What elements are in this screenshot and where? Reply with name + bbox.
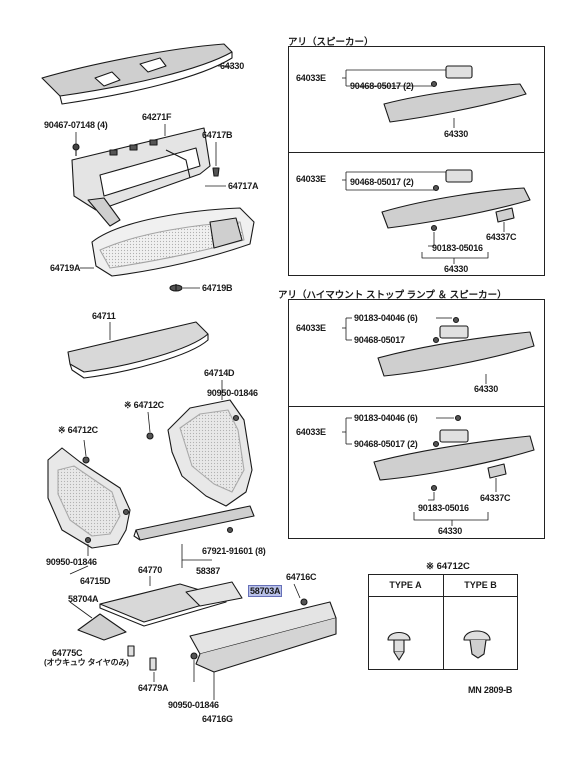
panel2-b-64330: 64330 (438, 526, 463, 536)
panel2-b-90183: 90183-04046 (6) (354, 413, 418, 423)
panel1-header: アリ（スピーカー） (288, 37, 374, 48)
panel2-a-90183: 90183-04046 (6) (354, 313, 418, 323)
callout-64716c: 64716C (286, 572, 317, 582)
panel2-header: アリ（ハイマウント ストップ ランプ ＆ スピーカー） (278, 290, 507, 301)
panel1-b-90183: 90183-05016 (432, 243, 483, 253)
clip-90950-left (84, 536, 92, 544)
callout-64770: 64770 (138, 565, 163, 575)
panel1-a-64033e: 64033E (296, 73, 326, 83)
panel2-frame (288, 299, 545, 539)
callout-90467: 90467-07148 (4) (44, 120, 108, 130)
panel1-speaker-trays (381, 65, 531, 232)
panel1-frame (288, 46, 545, 276)
panel2-b-90183b: 90183-05016 (418, 503, 469, 513)
clip-64717b (212, 167, 220, 177)
callout-58704a: 58704A (68, 594, 99, 604)
callout-64711: 64711 (92, 311, 116, 321)
callout-64779a: 64779A (138, 683, 169, 693)
callout-64714d: 64714D (204, 368, 235, 378)
panel1-b-64033e: 64033E (296, 174, 326, 184)
side-trim-right (167, 399, 253, 507)
callout-64712c-upper: ※ 64712C (124, 400, 164, 410)
clip-64719b (169, 284, 183, 292)
callout-64719b: 64719B (202, 283, 233, 293)
panel1-a-64330: 64330 (444, 129, 469, 139)
side-trim-left (47, 447, 131, 549)
panel2-a-90468: 90468-05017 (354, 335, 405, 345)
callout-64715d: 64715D (80, 576, 111, 586)
callout-64719a: 64719A (50, 263, 81, 273)
callout-64717b: 64717B (202, 130, 233, 140)
clip-type-b-drawing (463, 630, 491, 659)
types-header: ※ 64712C (426, 561, 470, 572)
callout-90950-upper: 90950-01846 (207, 388, 258, 398)
rear-panel-trim (189, 598, 337, 673)
types-row-divider (368, 596, 518, 597)
callout-64717a: 64717A (228, 181, 259, 191)
callout-64271f: 64271F (142, 112, 172, 122)
callout-64712c-left: ※ 64712C (58, 425, 98, 435)
panel2-b-64033e: 64033E (296, 427, 326, 437)
callout-58387: 58387 (196, 566, 221, 576)
floor-board (99, 581, 243, 627)
types-col-divider (443, 574, 444, 670)
panel2-a-64330: 64330 (474, 384, 499, 394)
type-a-label: TYPE A (389, 580, 422, 590)
panel1-b-64337c: 64337C (486, 232, 517, 242)
callout-64716g: 64716G (202, 714, 233, 724)
mat-58704a (77, 613, 127, 641)
diagram-code: MN 2809-B (468, 685, 513, 695)
panel1-divider (288, 152, 545, 153)
callout-64330: 64330 (220, 61, 245, 71)
callout-58703a-highlighted[interactable]: 58703A (247, 585, 283, 597)
package-tray-trim (41, 43, 233, 105)
callout-90950-left: 90950-01846 (46, 557, 97, 567)
panel1-b-90468: 90468-05017 (2) (350, 177, 414, 187)
type-b-label: TYPE B (464, 580, 497, 590)
trunk-mat (67, 321, 209, 379)
panel2-a-64033e: 64033E (296, 323, 326, 333)
panel1-b-64330: 64330 (444, 264, 469, 274)
rear-garnish (133, 505, 255, 541)
clip-64712c-upper (146, 432, 154, 440)
panel2-divider (288, 406, 545, 407)
trunk-lid-trim (91, 207, 255, 277)
panel2-speaker-trays (373, 316, 535, 492)
callout-90950-lower: 90950-01846 (168, 700, 219, 710)
panel1-a-90468: 90468-05017 (2) (350, 81, 414, 91)
callout-67921: 67921-91601 (8) (202, 546, 266, 556)
trunk-panel-64271f (71, 127, 211, 227)
callout-64775c: 64775C (52, 648, 83, 658)
panel2-b-90468: 90468-05017 (2) (354, 439, 418, 449)
clip-90467 (72, 143, 80, 156)
callout-64775c-note: (オウキュウ タイヤのみ) (44, 658, 129, 667)
clip-type-a-drawing (387, 631, 411, 661)
spacer-64779a (127, 645, 157, 671)
panel2-b-64337c: 64337C (480, 493, 511, 503)
